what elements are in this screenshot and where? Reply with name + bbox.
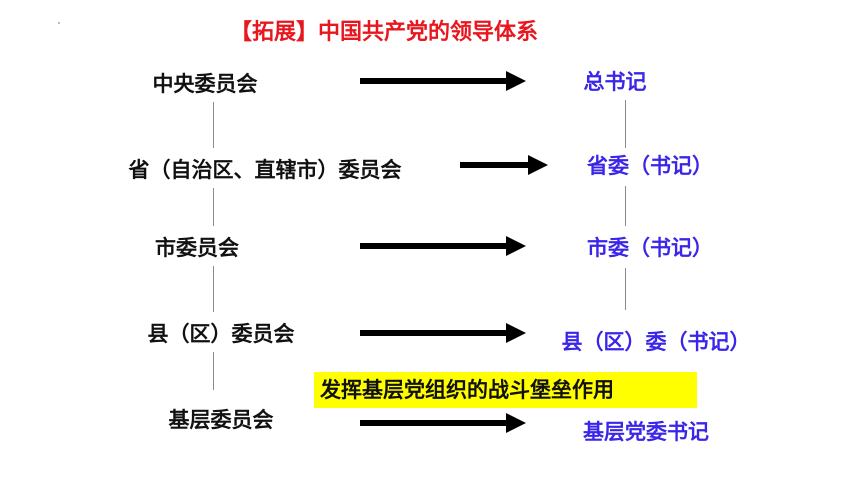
left-level-county: 县（区）委员会 [147, 322, 295, 346]
arrow-city [360, 236, 526, 256]
arrow-county [360, 323, 526, 343]
left-level-city: 市委员会 [155, 236, 239, 260]
arrow-province [460, 155, 548, 175]
page-title: 【拓展】中国共产党的领导体系 [230, 20, 539, 45]
right-connector-3 [625, 268, 626, 310]
left-connector-1 [213, 102, 214, 148]
right-level-province-secretary: 省委（书记） [587, 154, 713, 178]
decorative-dot [58, 22, 60, 24]
left-level-province: 省（自治区、直辖市）委员会 [128, 158, 402, 182]
left-connector-3 [213, 266, 214, 312]
highlight-note: 发挥基层党组织的战斗堡垒作用 [314, 372, 697, 408]
left-connector-2 [213, 188, 214, 226]
left-level-central: 中央委员会 [152, 72, 258, 96]
left-level-grassroots: 基层委员会 [168, 408, 274, 432]
right-level-general-secretary: 总书记 [583, 70, 647, 94]
right-level-grassroots-secretary: 基层党委书记 [583, 420, 709, 444]
right-level-city-secretary: 市委（书记） [587, 236, 713, 260]
arrow-grassroots [360, 413, 526, 433]
right-connector-1 [625, 100, 626, 148]
right-connector-2 [625, 186, 626, 226]
left-connector-4 [213, 352, 214, 390]
right-level-county-secretary: 县（区）委（书记） [561, 330, 751, 354]
arrow-central [360, 71, 526, 91]
